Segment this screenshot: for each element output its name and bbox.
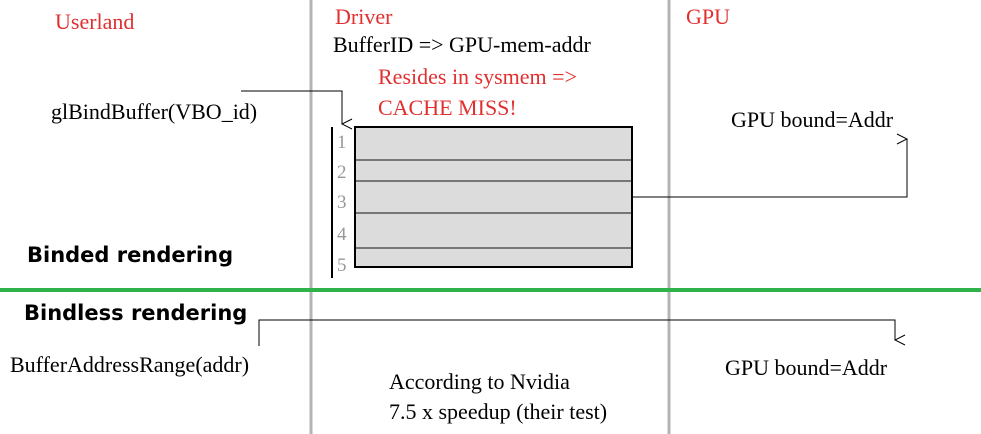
userland-call-bind: glBindBuffer(VBO_id) bbox=[51, 99, 257, 124]
buffer-mapping-label: BufferID => GPU-mem-addr bbox=[333, 32, 591, 57]
section-title-bindless: Bindless rendering bbox=[24, 301, 247, 325]
table-row-index: 3 bbox=[337, 192, 347, 213]
nvidia-note-line1: According to Nvidia bbox=[389, 369, 570, 394]
cache-note-line2: CACHE MISS! bbox=[378, 95, 517, 120]
table-row-index: 1 bbox=[337, 132, 347, 153]
userland-call-bindless: BufferAddressRange(addr) bbox=[10, 352, 249, 377]
section-title-binded: Binded rendering bbox=[27, 243, 233, 267]
table-body bbox=[354, 126, 633, 268]
table-to-gpu-arrow bbox=[632, 139, 907, 198]
column-header-gpu: GPU bbox=[686, 4, 730, 29]
gpu-bound-label-binded: GPU bound=Addr bbox=[731, 107, 894, 132]
nvidia-note-line2: 7.5 x speedup (their test) bbox=[389, 399, 607, 424]
buffer-table: 1 2 3 4 5 bbox=[331, 126, 633, 278]
column-header-userland: Userland bbox=[55, 9, 134, 34]
bindless-call-arrow bbox=[258, 319, 895, 346]
bind-call-arrow bbox=[241, 90, 342, 124]
column-header-driver: Driver bbox=[335, 4, 393, 29]
table-row-index: 4 bbox=[337, 224, 347, 245]
table-row-index: 2 bbox=[337, 162, 347, 183]
gpu-bound-label-bindless: GPU bound=Addr bbox=[725, 355, 888, 380]
table-row-index: 5 bbox=[337, 255, 347, 276]
cache-note-line1: Resides in sysmem => bbox=[378, 64, 577, 89]
